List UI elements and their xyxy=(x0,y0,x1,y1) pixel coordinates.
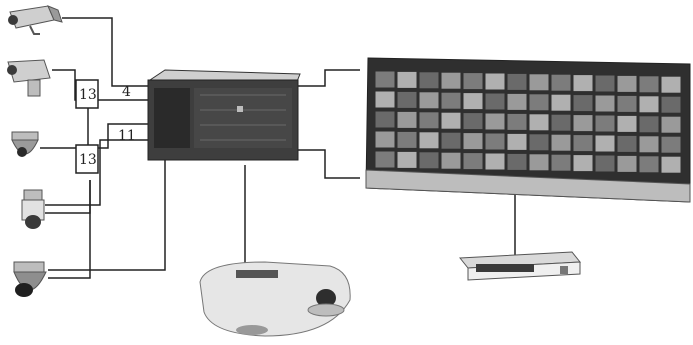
monitor-screen xyxy=(552,155,571,171)
monitor-screen xyxy=(618,136,637,152)
monitor-screen xyxy=(376,152,395,168)
monitor-screen xyxy=(464,113,483,129)
monitor-screen xyxy=(464,93,483,109)
video-recorder xyxy=(460,252,580,280)
monitor-screen xyxy=(596,156,615,172)
monitor-screen xyxy=(574,115,593,131)
box-label-upper: 13 xyxy=(79,87,97,103)
box-label-lower: 13 xyxy=(79,152,97,168)
monitor-screen xyxy=(640,96,659,112)
monitor-screen xyxy=(420,72,439,88)
monitor-screen xyxy=(508,154,527,170)
monitor-screen xyxy=(662,137,681,153)
monitor-screen xyxy=(662,117,681,133)
video-wall xyxy=(366,58,690,202)
monitor-screen xyxy=(574,135,593,151)
monitor-screen xyxy=(442,153,461,169)
monitor-screen xyxy=(508,94,527,110)
monitor-screen xyxy=(398,112,417,128)
monitor-screen xyxy=(508,134,527,150)
monitor-screen xyxy=(398,132,417,148)
box-camera-icon xyxy=(7,60,50,96)
monitor-screen xyxy=(486,74,505,90)
monitor-screen xyxy=(596,96,615,112)
monitor-screen xyxy=(376,112,395,128)
monitor-screen xyxy=(618,96,637,112)
monitor-screen xyxy=(552,75,571,91)
monitor-screen xyxy=(420,152,439,168)
line-label-4: 4 xyxy=(122,84,131,100)
matrix-switcher xyxy=(148,70,300,160)
wire-camera-4b xyxy=(45,180,90,213)
monitor-screen xyxy=(376,72,395,88)
monitor-screen xyxy=(442,73,461,89)
monitor-screen xyxy=(640,136,659,152)
monitor-screen xyxy=(442,113,461,129)
monitor-screen xyxy=(420,92,439,108)
monitor-screen xyxy=(530,114,549,130)
fixed-camera-icon xyxy=(8,6,62,34)
monitor-screen xyxy=(596,116,615,132)
monitor-screen xyxy=(464,133,483,149)
monitor-screen xyxy=(640,156,659,172)
monitor-screen xyxy=(552,115,571,131)
monitor-screen xyxy=(552,95,571,111)
monitor-screen xyxy=(420,132,439,148)
monitor-screen xyxy=(640,76,659,92)
dome-camera-icon xyxy=(12,132,38,157)
wire-wall-top xyxy=(298,70,360,86)
monitor-screen xyxy=(398,72,417,88)
monitor-screen xyxy=(574,95,593,111)
monitor-screen xyxy=(486,114,505,130)
monitor-screen xyxy=(486,154,505,170)
monitor-screen xyxy=(464,153,483,169)
monitor-screen xyxy=(618,116,637,132)
bullet-camera-icon xyxy=(22,190,44,229)
monitor-screen xyxy=(486,94,505,110)
monitor-screen xyxy=(376,132,395,148)
monitor-screen xyxy=(530,94,549,110)
monitor-screen xyxy=(618,76,637,92)
monitor-screen xyxy=(530,74,549,90)
monitor-screen xyxy=(442,133,461,149)
monitor-screen xyxy=(508,74,527,90)
monitor-screen xyxy=(552,135,571,151)
control-keyboard xyxy=(200,262,350,336)
monitor-screen xyxy=(596,76,615,92)
wire-wall-bottom xyxy=(298,150,360,178)
monitor-screen xyxy=(662,157,681,173)
monitor-screen xyxy=(464,73,483,89)
monitor-screen xyxy=(442,93,461,109)
monitor-screen xyxy=(398,92,417,108)
monitor-screen xyxy=(376,92,395,108)
monitor-screen xyxy=(640,116,659,132)
line-label-11: 11 xyxy=(118,128,136,144)
monitor-screen xyxy=(420,112,439,128)
monitor-screen xyxy=(530,134,549,150)
monitor-screen xyxy=(486,134,505,150)
monitor-screen xyxy=(574,155,593,171)
wire-camera-5 xyxy=(48,150,165,270)
monitor-screen xyxy=(662,77,681,93)
monitor-screen xyxy=(508,114,527,130)
monitor-screen xyxy=(596,136,615,152)
wire-camera-2 xyxy=(52,70,148,100)
monitor-screen xyxy=(662,97,681,113)
monitor-screen xyxy=(398,152,417,168)
monitor-screen xyxy=(530,154,549,170)
monitor-screen xyxy=(574,75,593,91)
monitor-screen xyxy=(618,156,637,172)
wire-camera-5b xyxy=(48,180,90,278)
ptz-dome-camera-icon xyxy=(14,262,46,297)
